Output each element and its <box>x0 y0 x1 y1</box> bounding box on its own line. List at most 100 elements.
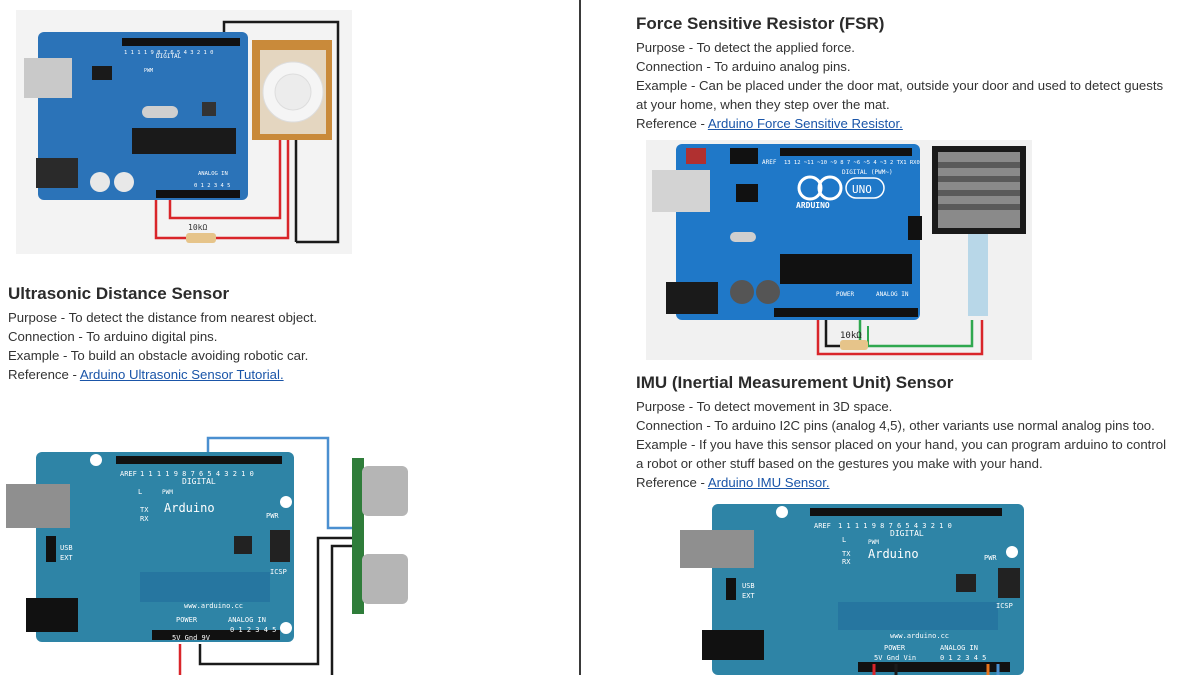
mount-hole <box>1006 546 1018 558</box>
digital-pin-numbers: 13 12 ~11 ~10 ~9 8 7 ~6 ~5 4 ~3 2 TX1 RX… <box>784 160 920 166</box>
digital-label: DIGITAL <box>890 529 924 538</box>
aref-label: AREF <box>120 470 137 478</box>
crystal <box>142 106 178 118</box>
arduino-board <box>712 504 1024 675</box>
digital-header <box>780 148 912 156</box>
pwm-label: PWM <box>144 68 153 74</box>
analog-header <box>156 190 240 198</box>
reference-prefix: Reference - <box>8 367 80 382</box>
resistor-label: 10kΩ <box>188 223 207 232</box>
digital-header <box>116 456 282 464</box>
reference-prefix: Reference - <box>636 116 708 131</box>
ultrasonic-example: Example - To build an obstacle avoiding … <box>8 348 309 363</box>
pwr-sel-jumper <box>726 578 736 600</box>
analog-label: ANALOG IN <box>198 171 228 177</box>
reset-button <box>956 574 976 592</box>
resistor <box>840 340 868 350</box>
digital-pin-numbers: 1 1 1 1 9 8 7 6 5 4 3 2 1 0 <box>838 522 952 530</box>
ultrasonic-pcb <box>352 458 364 614</box>
fsr-circuit-svg: AREF 13 12 ~11 ~10 ~9 8 7 ~6 ~5 4 ~3 2 T… <box>646 140 1032 360</box>
reference-prefix: Reference - <box>636 475 708 490</box>
mount-hole <box>280 622 292 634</box>
arduino-logo-left <box>797 175 823 201</box>
power-analog-header <box>774 308 918 317</box>
aref-label: AREF <box>762 159 777 166</box>
trigger-wire <box>206 436 356 530</box>
ext-label: EXT <box>60 554 73 562</box>
reset-button <box>234 536 252 554</box>
pwr-sel-jumper <box>46 536 56 562</box>
power-jack <box>36 158 78 188</box>
arduino-board <box>38 32 248 200</box>
website-label: www.arduino.cc <box>890 632 949 640</box>
fsr-connection: Connection - To arduino analog pins. <box>636 59 851 74</box>
usb-chip <box>92 66 112 80</box>
digital-label: DIGITAL <box>182 477 216 486</box>
pwr-label: PWR <box>984 554 997 562</box>
signal-wire <box>222 20 340 244</box>
board-name: Arduino <box>868 547 919 561</box>
digital-pin-numbers: 1 1 1 1 9 8 7 6 5 4 3 2 1 0 <box>124 50 213 56</box>
resistor-wire <box>154 196 186 240</box>
ground-wire <box>824 318 840 348</box>
power-pin-labels: 5V Gnd 9V <box>172 634 211 642</box>
fsr-purpose: Purpose - To detect the applied force. <box>636 40 855 55</box>
power-jack <box>666 282 718 314</box>
ground-wire <box>198 536 356 666</box>
fsr-title: Force Sensitive Resistor (FSR) <box>636 14 885 33</box>
imu-circuit-svg: AREF 1 1 1 1 9 8 7 6 5 4 3 2 1 0 DIGITAL… <box>680 504 1024 675</box>
ultrasonic-connection: Connection - To arduino digital pins. <box>8 329 218 344</box>
power-analog-header <box>858 662 1010 672</box>
usb-port <box>6 484 70 528</box>
usb-port <box>680 530 754 568</box>
arduino-logo-right <box>817 175 843 201</box>
pwm-label: PWM <box>868 539 879 546</box>
power-analog-header <box>152 630 280 640</box>
tx-label: TX <box>842 550 851 558</box>
imu-example-line1: Example - If you have this sensor placed… <box>636 437 1166 452</box>
mount-hole <box>280 496 292 508</box>
pir-lens <box>274 73 312 111</box>
ultrasonic-section: Ultrasonic Distance Sensor Purpose - To … <box>8 284 568 384</box>
usb-port <box>24 58 72 98</box>
ultrasonic-transmitter <box>362 466 408 516</box>
fsr-trace <box>938 162 1020 168</box>
board-name: Arduino <box>164 501 215 515</box>
pwm-label: PWM <box>162 489 173 496</box>
imu-example-line2: a robot or other stuff based on the gest… <box>636 456 1043 471</box>
imu-reference-link[interactable]: Arduino IMU Sensor. <box>707 475 830 490</box>
fsr-sensor-diagram: AREF 13 12 ~11 ~10 ~9 8 7 ~6 ~5 4 ~3 2 T… <box>646 140 1032 360</box>
reset-button <box>202 102 216 116</box>
digital-header <box>810 508 1002 516</box>
analog-pin-numbers: 0 1 2 3 4 5 <box>230 626 276 634</box>
uno-badge <box>845 177 885 199</box>
capacitor <box>114 172 134 192</box>
mount-hole <box>776 506 788 518</box>
ultrasonic-reference: Reference - Arduino Ultrasonic Sensor Tu… <box>8 365 568 384</box>
imu-reference: Reference - Arduino IMU Sensor. <box>636 473 1192 492</box>
ultrasonic-title: Ultrasonic Distance Sensor <box>8 284 230 303</box>
analog-pin-numbers: 0 1 2 3 4 5 <box>194 183 230 189</box>
imu-purpose: Purpose - To detect movement in 3D space… <box>636 399 893 414</box>
resistor-label: 10kΩ <box>840 331 862 341</box>
fsr-trace <box>938 204 1020 210</box>
chip-area <box>140 572 270 602</box>
mount-hole <box>90 454 102 466</box>
fsr-example-line2: at your home, when they step over the ma… <box>636 97 890 112</box>
tx-label: TX <box>140 506 149 514</box>
icsp-label: ICSP <box>270 568 287 576</box>
power-jack <box>26 598 78 632</box>
icsp-header <box>908 216 922 240</box>
power-wire <box>816 318 984 356</box>
crystal <box>730 232 756 242</box>
ultrasonic-receiver <box>362 554 408 604</box>
digital-label: DIGITAL <box>156 53 182 60</box>
website-label: www.arduino.cc <box>184 602 243 610</box>
icsp-header <box>998 568 1020 598</box>
column-divider <box>579 0 581 675</box>
usb-label: USB <box>742 582 755 590</box>
ultrasonic-reference-link[interactable]: Arduino Ultrasonic Sensor Tutorial. <box>79 367 284 382</box>
fsr-tail <box>968 234 988 316</box>
fsr-reference-link[interactable]: Arduino Force Sensitive Resistor. <box>707 116 903 131</box>
fsr-trace <box>938 176 1020 182</box>
